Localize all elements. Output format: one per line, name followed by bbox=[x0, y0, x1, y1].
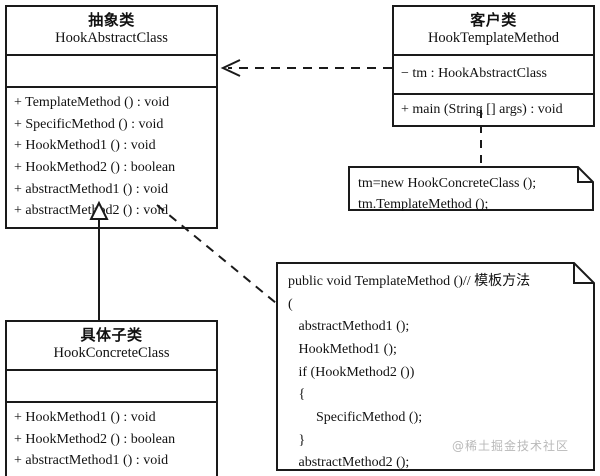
operation-row: + TemplateMethod () : void bbox=[14, 94, 170, 110]
note-template-method-body-text: public void TemplateMethod ()// 模板方法 ( a… bbox=[288, 274, 531, 471]
operation-row: + HookMethod2 () : boolean bbox=[14, 160, 176, 176]
operation-row: + HookMethod1 () : void bbox=[14, 409, 156, 425]
class-box-hook-concrete-class[interactable]: 具体子类 HookConcreteClass + HookMethod1 () … bbox=[5, 320, 218, 476]
operation-row: + abstractMethod1 () : void bbox=[14, 453, 169, 469]
class-header-client: 客户类 HookTemplateMethod bbox=[394, 7, 593, 56]
class-name: HookConcreteClass bbox=[53, 345, 170, 362]
class-header-abstract: 抽象类 HookAbstractClass bbox=[7, 7, 216, 56]
operation-row: + abstractMethod1 () : void bbox=[14, 181, 169, 197]
operation-row: + HookMethod2 () : boolean bbox=[14, 431, 176, 447]
note-template-method-body[interactable]: public void TemplateMethod ()// 模板方法 ( a… bbox=[276, 262, 595, 471]
operation-row: + SpecificMethod () : void bbox=[14, 116, 164, 132]
operation-row: + abstractMethod2 () : void bbox=[14, 203, 169, 219]
operation-row: + abstractMethod2 () : void bbox=[7, 472, 216, 476]
class-stereotype-cn: 具体子类 bbox=[80, 328, 143, 344]
class-attributes-compartment-concrete bbox=[7, 371, 216, 403]
class-stereotype-cn: 抽象类 bbox=[88, 13, 135, 29]
class-name: HookTemplateMethod bbox=[427, 30, 560, 47]
class-operations-compartment-concrete: + HookMethod1 () : void + HookMethod2 ()… bbox=[7, 403, 216, 476]
note-client-instantiation-text: tm=new HookConcreteClass (); tm.Template… bbox=[358, 176, 537, 212]
note-shape-folded bbox=[348, 166, 594, 211]
class-name: HookAbstractClass bbox=[55, 30, 168, 47]
class-box-hook-abstract-class[interactable]: 抽象类 HookAbstractClass + TemplateMethod (… bbox=[5, 5, 218, 230]
dependency-connector bbox=[220, 59, 392, 77]
class-operations-compartment-abstract: + TemplateMethod () : void + SpecificMet… bbox=[7, 88, 216, 227]
operation-row: + HookMethod1 () : void bbox=[14, 138, 156, 154]
class-attributes-compartment-client: − tm : HookAbstractClass bbox=[394, 56, 593, 95]
class-operations-compartment-client: + main (String [] args) : void bbox=[394, 95, 593, 126]
class-stereotype-cn: 客户类 bbox=[470, 13, 517, 29]
watermark-label: @稀土掘金技术社区 bbox=[452, 439, 570, 453]
class-header-concrete: 具体子类 HookConcreteClass bbox=[7, 322, 216, 371]
operation-row: + main (String [] args) : void bbox=[401, 101, 563, 117]
attribute-row: − tm : HookAbstractClass bbox=[401, 65, 547, 81]
class-box-hook-template-method[interactable]: 客户类 HookTemplateMethod − tm : HookAbstra… bbox=[392, 5, 595, 128]
note-shape-folded bbox=[276, 262, 595, 471]
note-client-instantiation[interactable]: tm=new HookConcreteClass (); tm.Template… bbox=[348, 166, 594, 212]
class-attributes-compartment-abstract bbox=[7, 56, 216, 88]
